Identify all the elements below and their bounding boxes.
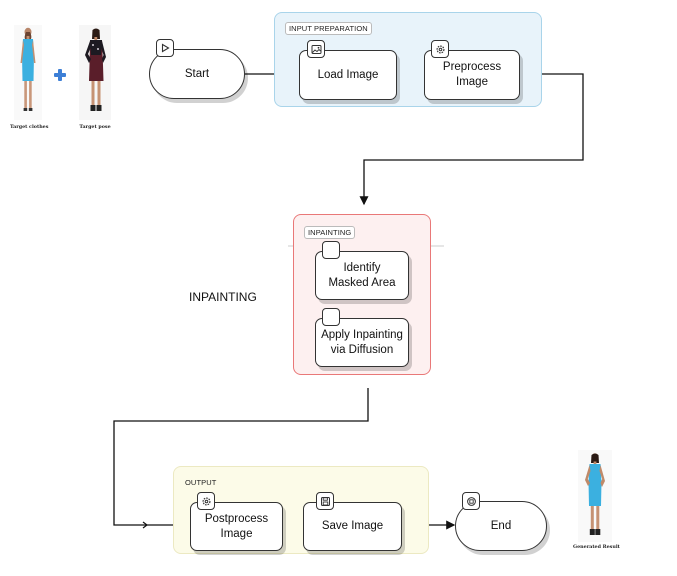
group-inpainting-title: INPAINTING: [304, 226, 356, 239]
gear-icon: [197, 492, 215, 510]
blank-icon: [322, 241, 340, 259]
group-output-title: OUTPUT: [185, 478, 217, 487]
apply-inpainting-label: Apply Inpainting via Diffusion: [321, 328, 403, 356]
start-label: Start: [184, 67, 210, 80]
target-pose-caption: Target pose: [79, 124, 111, 130]
target-pose-image: [79, 25, 111, 120]
preprocess-image-node[interactable]: Preprocess Image: [424, 50, 520, 100]
side-label: INPAINTING: [189, 290, 257, 304]
arrow-tick: [142, 521, 148, 529]
start-node[interactable]: Start: [149, 49, 245, 99]
end-label: End: [490, 519, 512, 532]
postprocess-image-label: Postprocess Image: [204, 512, 269, 540]
identify-masked-area-node[interactable]: Identify Masked Area: [315, 251, 409, 300]
generated-result-caption: Generated Result: [573, 544, 620, 550]
image-icon: [307, 40, 325, 58]
gear-icon: [431, 40, 449, 58]
arrow-preprocess-to-inpainting: [359, 73, 584, 206]
target-clothes-image: [14, 25, 42, 120]
save-image-label: Save Image: [321, 520, 384, 532]
save-image-node[interactable]: Save Image: [303, 502, 402, 551]
save-icon: [316, 492, 334, 510]
arrow-inpainting-to-postprocess: [113, 388, 369, 530]
group-input-preparation-title: INPUT PREPARATION: [285, 22, 372, 35]
stop-icon: [462, 492, 480, 510]
preprocess-image-label: Preprocess Image: [442, 61, 502, 88]
target-clothes-caption: Target clothes: [10, 124, 49, 130]
postprocess-image-node[interactable]: Postprocess Image: [190, 502, 283, 551]
identify-masked-area-label: Identify Masked Area: [328, 261, 396, 289]
plus-icon: [54, 68, 66, 81]
blank-icon: [322, 308, 340, 326]
load-image-node[interactable]: Load Image: [299, 50, 397, 100]
generated-result-image: [578, 450, 612, 542]
play-icon: [156, 39, 174, 57]
apply-inpainting-node[interactable]: Apply Inpainting via Diffusion: [315, 318, 409, 367]
load-image-label: Load Image: [317, 68, 379, 81]
